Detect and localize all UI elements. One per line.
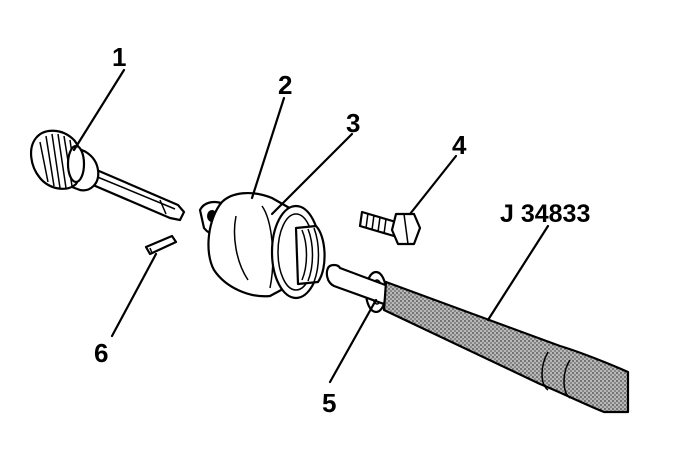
leader-4 (408, 154, 458, 216)
tool-label: J 34833 (500, 200, 590, 228)
callout-4: 4 (452, 130, 467, 160)
leader-lines (72, 68, 550, 384)
part-1-knob-shaft (30, 129, 186, 222)
callout-3: 3 (346, 108, 360, 138)
leader-6 (110, 252, 158, 338)
callout-6: 6 (94, 338, 108, 368)
tool-j34833 (325, 263, 630, 414)
leader-tool (486, 224, 550, 322)
part-3-ring (270, 204, 326, 300)
leader-5 (328, 298, 378, 384)
callout-labels: 1 2 3 4 5 6 J 34833 (94, 42, 590, 418)
part-4-bolt (358, 210, 422, 246)
part-6-pin (144, 234, 178, 256)
leader-2 (250, 96, 286, 200)
callout-2: 2 (278, 70, 292, 100)
callout-1: 1 (112, 42, 126, 72)
leader-3 (270, 132, 354, 216)
callout-5: 5 (322, 388, 336, 418)
leader-1 (72, 68, 126, 152)
